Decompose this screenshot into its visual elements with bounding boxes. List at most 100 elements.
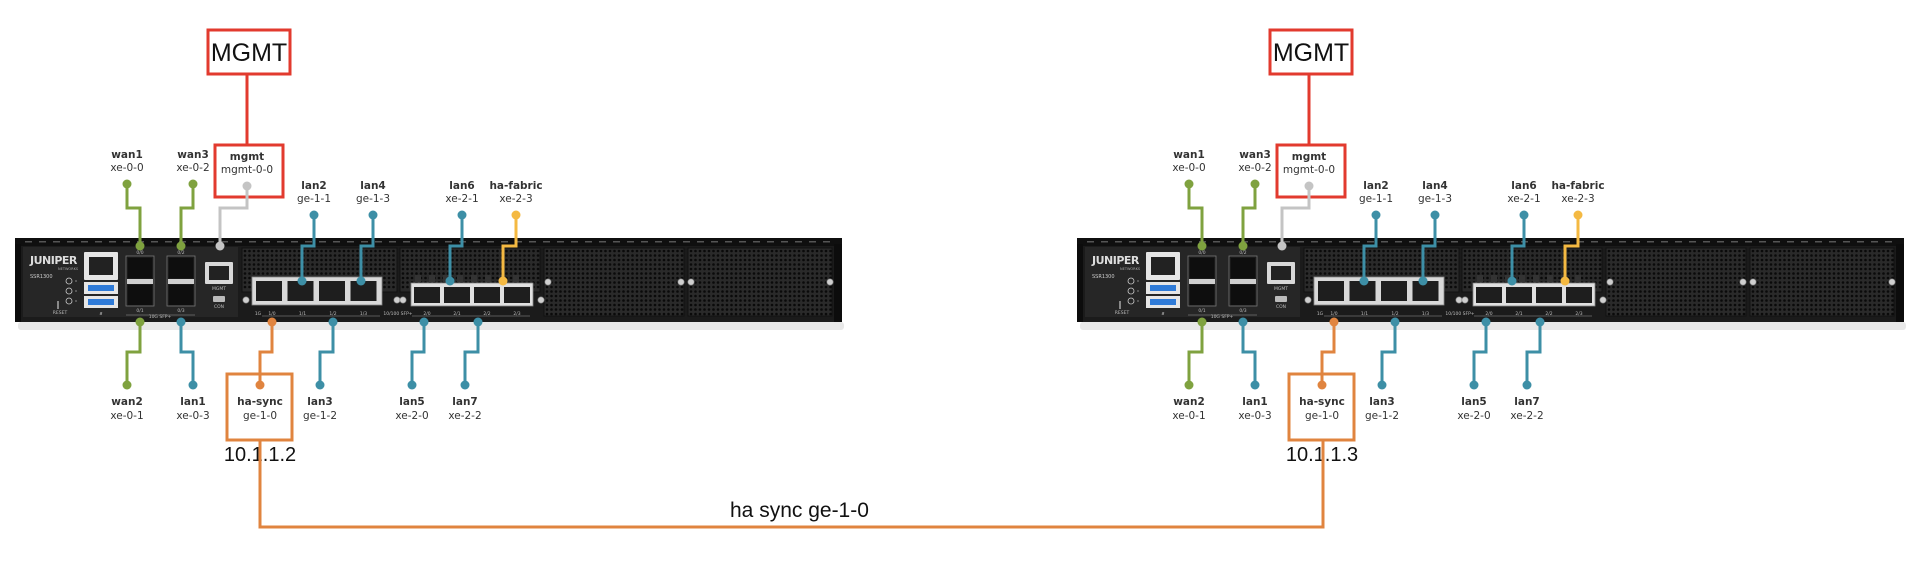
mgmt-network-box[interactable] xyxy=(206,28,292,76)
grille-hole xyxy=(712,258,715,262)
grille-hole xyxy=(1535,263,1539,266)
sfp-slot-top[interactable] xyxy=(1190,258,1214,278)
grille-hole xyxy=(730,290,733,293)
grille-hole xyxy=(1643,272,1647,275)
xe-sfp-port[interactable] xyxy=(1506,287,1532,303)
console-usb-port[interactable] xyxy=(213,296,225,302)
ge-rj45-port[interactable] xyxy=(1349,281,1376,301)
ge-rj45-port[interactable] xyxy=(1412,281,1439,301)
grille-hole xyxy=(698,254,702,257)
rail-vent xyxy=(599,241,606,243)
sfp-slot-top[interactable] xyxy=(128,258,152,278)
grille-hole xyxy=(595,254,598,257)
grille-hole xyxy=(568,312,571,316)
reset-button[interactable] xyxy=(1119,301,1121,309)
ge-rj45-port[interactable] xyxy=(319,281,345,301)
grille-hole xyxy=(1882,263,1885,266)
grille-hole xyxy=(374,249,377,253)
reset-button[interactable] xyxy=(57,301,59,309)
grille-hole xyxy=(1305,263,1309,266)
grille-hole xyxy=(279,272,283,275)
xe-sfp-port[interactable] xyxy=(474,287,500,303)
grille-hole xyxy=(1670,312,1674,316)
xe-sfp-port[interactable] xyxy=(504,287,530,303)
thumb-screw xyxy=(1455,296,1463,304)
sfp-slot-bottom[interactable] xyxy=(1231,285,1255,305)
sfp-slot-top[interactable] xyxy=(169,258,193,278)
grille-hole xyxy=(1751,254,1755,257)
sfp-slot-bottom[interactable] xyxy=(128,285,152,305)
sfp-slot-bottom[interactable] xyxy=(1190,285,1214,305)
grille-hole xyxy=(1395,249,1399,253)
xe-sfp-port[interactable] xyxy=(1566,287,1592,303)
grille-hole xyxy=(649,263,652,266)
grille-hole xyxy=(1846,249,1849,253)
grille-hole xyxy=(671,254,675,257)
grille-hole xyxy=(667,258,670,262)
sfp-slot-bottom[interactable] xyxy=(169,285,193,305)
grille-hole xyxy=(622,254,625,257)
grille-hole xyxy=(631,249,634,253)
grille-hole xyxy=(1481,263,1485,266)
sfp-slot-top[interactable] xyxy=(1231,258,1255,278)
ge-rj45-port[interactable] xyxy=(1381,281,1407,301)
grille-hole xyxy=(1868,285,1872,289)
rail-vent xyxy=(1591,241,1598,243)
xe-sfp-port[interactable] xyxy=(1476,287,1502,303)
grille-hole xyxy=(1319,263,1322,266)
xe-sfp-port[interactable] xyxy=(1536,287,1562,303)
grille-hole xyxy=(1805,299,1809,302)
port-interface-label: ge-1-3 xyxy=(356,193,390,205)
grille-hole xyxy=(680,303,684,307)
xe-sfp-port[interactable] xyxy=(444,287,470,303)
grille-hole xyxy=(1382,249,1385,253)
grille-hole xyxy=(1648,294,1651,298)
ge-rj45-port[interactable] xyxy=(350,281,377,301)
grille-hole xyxy=(694,272,697,275)
rail-vent xyxy=(375,241,382,243)
grille-hole xyxy=(1634,258,1638,262)
ge-rj45-port[interactable] xyxy=(1318,281,1344,301)
grille-hole xyxy=(1846,276,1849,280)
grille-hole xyxy=(721,312,724,316)
grille-hole xyxy=(1738,299,1741,302)
grille-hole xyxy=(1873,308,1876,311)
grille-hole xyxy=(1855,299,1858,302)
grille-hole xyxy=(829,263,832,266)
ge-rj45-port[interactable] xyxy=(287,281,314,301)
grille-hole xyxy=(496,263,499,266)
console-usb-port[interactable] xyxy=(1275,296,1287,302)
mgmt-network-box[interactable] xyxy=(1268,28,1354,76)
xe-sfp-port[interactable] xyxy=(414,287,440,303)
chassis-shadow xyxy=(18,322,844,330)
ge-rj45-port[interactable] xyxy=(256,281,282,301)
grille-hole xyxy=(1877,249,1881,253)
grille-hole xyxy=(599,276,603,280)
